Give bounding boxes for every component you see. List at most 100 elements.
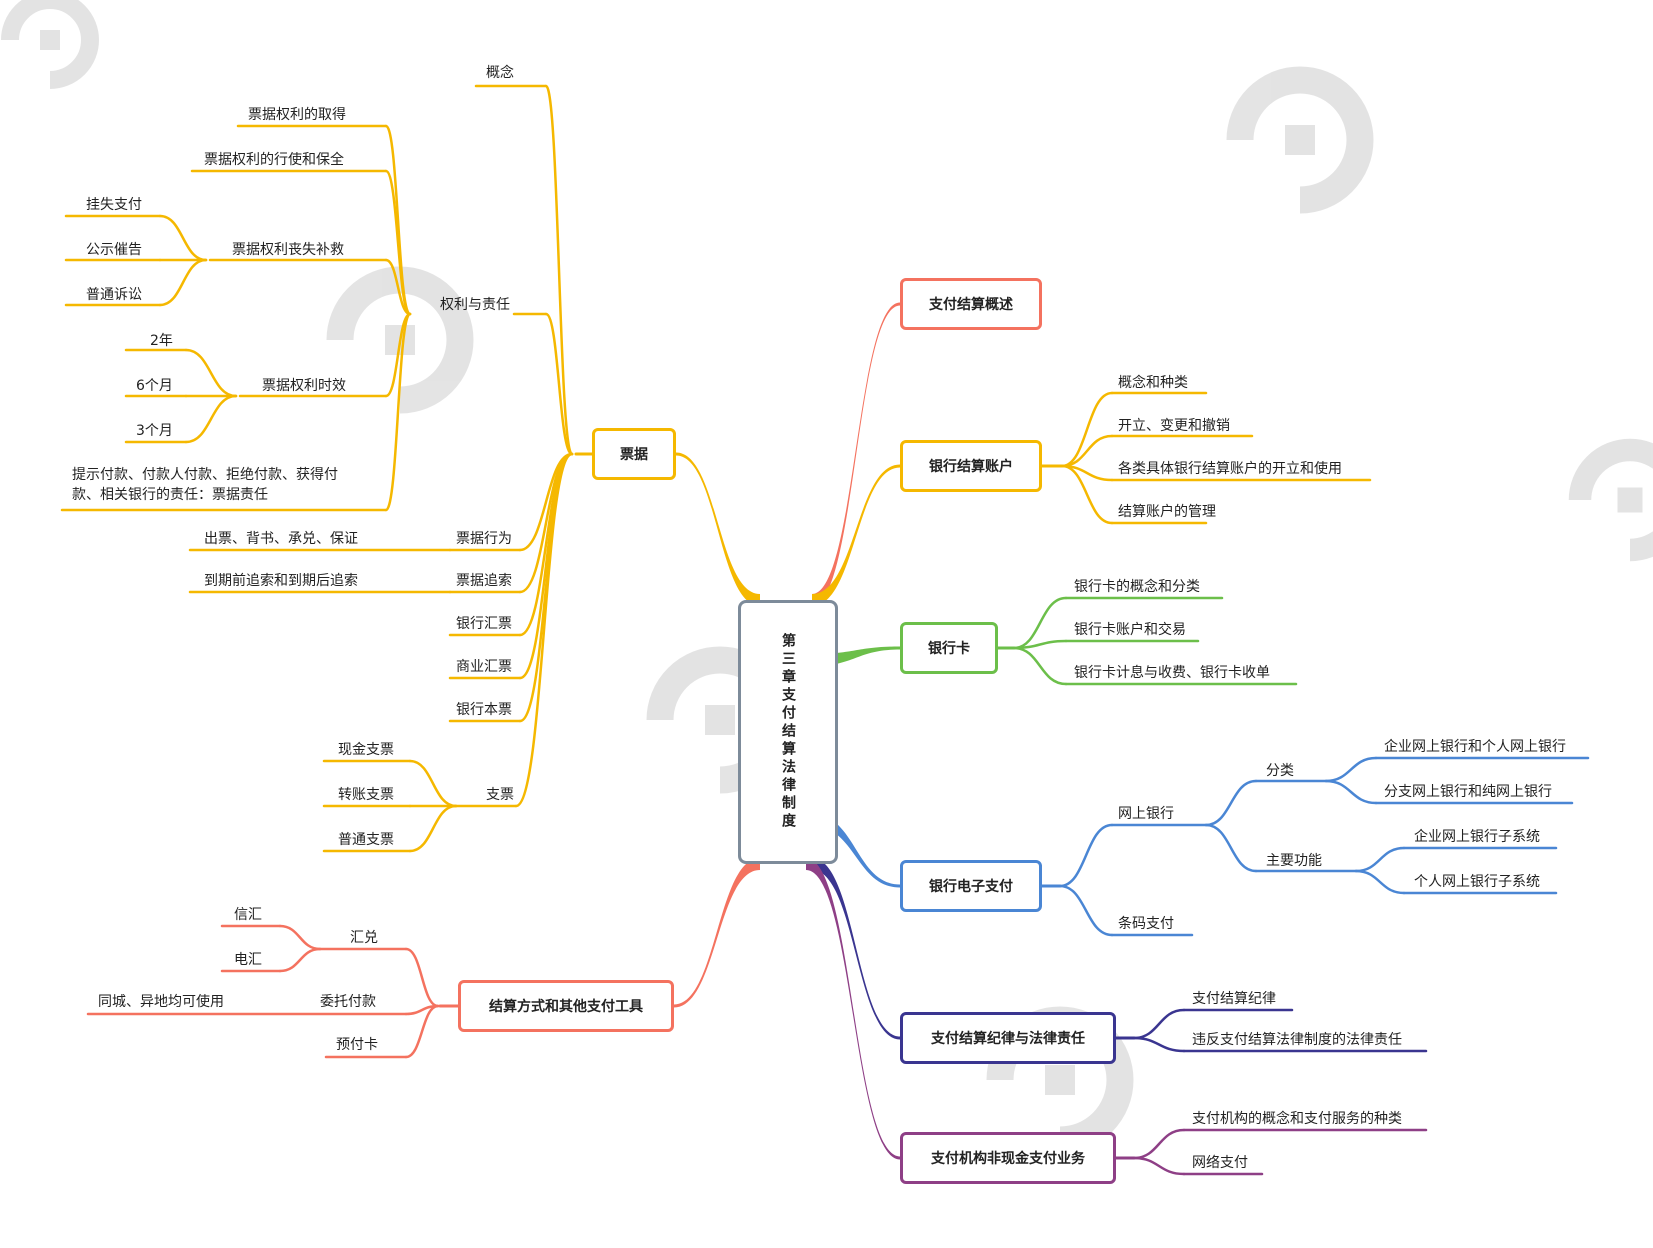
link-rights-remedy — [384, 258, 412, 316]
node-category[interactable]: 分类 — [1266, 763, 1294, 779]
link-piaoju-acts — [518, 452, 574, 552]
link-rights-exercise — [384, 169, 412, 316]
link-account-4 — [1060, 464, 1114, 525]
link-limit-3 — [184, 394, 238, 444]
node-limit-3[interactable]: 3个月 — [136, 423, 173, 439]
node-function-1[interactable]: 企业网上银行子系统 — [1414, 829, 1540, 845]
node-card-2[interactable]: 银行卡账户和交易 — [1074, 622, 1186, 638]
link-piaoju-cheque — [514, 452, 574, 808]
link-discipline-2 — [1132, 1036, 1186, 1053]
node-cheque-1[interactable]: 现金支票 — [338, 742, 394, 758]
node-remedy[interactable]: 票据权利丧失补救 — [232, 242, 344, 258]
node-limit[interactable]: 票据权利时效 — [262, 378, 346, 394]
link-remit-1 — [278, 924, 322, 951]
node-cheque-3[interactable]: 普通支票 — [338, 832, 394, 848]
node-entrust-detail[interactable]: 同城、异地均可使用 — [98, 994, 224, 1010]
node-barcode[interactable]: 条码支付 — [1118, 916, 1174, 932]
root-label: 第三章支付结算法律制度 — [780, 633, 796, 831]
node-account-4[interactable]: 结算账户的管理 — [1118, 504, 1216, 520]
node-acts[interactable]: 票据行为 — [456, 531, 512, 547]
node-remit-2[interactable]: 电汇 — [234, 952, 262, 968]
link-root-account — [812, 464, 900, 606]
branch-overview[interactable]: 支付结算概述 — [900, 278, 1042, 330]
link-root-settlement — [674, 858, 760, 1008]
node-discipline-1[interactable]: 支付结算纪律 — [1192, 991, 1276, 1007]
link-piaoju-rights — [544, 312, 574, 456]
node-function[interactable]: 主要功能 — [1266, 853, 1322, 869]
link-institution-1 — [1132, 1128, 1186, 1160]
link-category-2 — [1324, 779, 1378, 805]
branch-epay[interactable]: 银行电子支付 — [900, 860, 1042, 912]
node-cheque[interactable]: 支票 — [486, 787, 514, 803]
node-remit[interactable]: 汇兑 — [350, 930, 378, 946]
node-bank-draft[interactable]: 银行汇票 — [456, 616, 512, 632]
link-root-overview — [812, 302, 900, 606]
node-acquire[interactable]: 票据权利的取得 — [248, 107, 346, 123]
link-piaoju-commercial-draft — [518, 452, 574, 680]
node-limit-1[interactable]: 2年 — [150, 333, 173, 349]
node-remit-1[interactable]: 信汇 — [234, 907, 262, 923]
link-card-2 — [1012, 639, 1068, 650]
link-root-discipline — [812, 858, 900, 1040]
link-root-piaoju — [676, 452, 760, 606]
link-account-1 — [1060, 391, 1114, 468]
link-epay-online — [1058, 823, 1114, 888]
node-prepaid[interactable]: 预付卡 — [336, 1037, 378, 1053]
branch-account[interactable]: 银行结算账户 — [900, 440, 1042, 492]
node-institution-2[interactable]: 网络支付 — [1192, 1155, 1248, 1171]
link-limit-1 — [184, 348, 238, 398]
node-online[interactable]: 网上银行 — [1118, 806, 1174, 822]
node-cashier[interactable]: 银行本票 — [456, 702, 512, 718]
link-category-1 — [1324, 756, 1378, 783]
node-remedy-3[interactable]: 普通诉讼 — [86, 287, 142, 303]
watermark-logo-icon — [1568, 438, 1653, 562]
link-remit-2 — [278, 947, 322, 973]
branch-institution[interactable]: 支付机构非现金支付业务 — [900, 1132, 1116, 1184]
node-category-2[interactable]: 分支网上银行和纯网上银行 — [1384, 784, 1552, 800]
node-limit-2[interactable]: 6个月 — [136, 378, 173, 394]
link-piaoju-concept — [544, 84, 574, 456]
node-commercial-draft[interactable]: 商业汇票 — [456, 659, 512, 675]
node-card-3[interactable]: 银行卡计息与收费、银行卡收单 — [1074, 665, 1270, 681]
link-settlement-prepaid — [404, 1004, 440, 1059]
node-institution-1[interactable]: 支付机构的概念和支付服务的种类 — [1192, 1111, 1402, 1127]
node-recourse[interactable]: 票据追索 — [456, 573, 512, 589]
node-remedy-1[interactable]: 挂失支付 — [86, 197, 142, 213]
node-card-1[interactable]: 银行卡的概念和分类 — [1074, 579, 1200, 595]
node-category-1[interactable]: 企业网上银行和个人网上银行 — [1384, 739, 1566, 755]
link-function-1 — [1354, 846, 1406, 873]
node-account-2[interactable]: 开立、变更和撤销 — [1118, 418, 1230, 434]
node-liability[interactable]: 提示付款、付款人付款、拒绝付款、获得付款、相关银行的责任：票据责任 — [72, 467, 338, 503]
node-cheque-2[interactable]: 转账支票 — [338, 787, 394, 803]
branch-discipline[interactable]: 支付结算纪律与法律责任 — [900, 1012, 1116, 1064]
branch-settlement[interactable]: 结算方式和其他支付工具 — [458, 980, 674, 1032]
branch-piaoju[interactable]: 票据 — [592, 428, 676, 480]
node-exercise[interactable]: 票据权利的行使和保全 — [204, 152, 344, 168]
node-rights[interactable]: 权利与责任 — [440, 297, 510, 313]
node-entrust[interactable]: 委托付款 — [320, 994, 376, 1010]
link-rights-liability — [384, 312, 412, 512]
link-function-2 — [1354, 869, 1406, 895]
node-concept[interactable]: 概念 — [486, 65, 514, 81]
node-acts-detail[interactable]: 出票、背书、承兑、保证 — [204, 531, 358, 547]
node-remedy-2[interactable]: 公示催告 — [86, 242, 142, 258]
link-epay-barcode — [1058, 884, 1114, 937]
node-discipline-2[interactable]: 违反支付结算法律制度的法律责任 — [1192, 1032, 1402, 1048]
link-online-category — [1204, 779, 1258, 827]
link-cheque-1 — [408, 759, 458, 808]
link-cheque-3 — [408, 804, 458, 853]
watermark-logo-icon — [1, 0, 99, 89]
link-account-2 — [1060, 434, 1114, 468]
link-online-function — [1204, 823, 1258, 873]
node-recourse-detail[interactable]: 到期前追索和到期后追索 — [204, 573, 358, 589]
node-account-3[interactable]: 各类具体银行结算账户的开立和使用 — [1118, 461, 1342, 477]
link-remedy-1 — [158, 214, 208, 262]
link-remedy-3 — [158, 258, 208, 307]
branch-card[interactable]: 银行卡 — [900, 622, 998, 674]
root-node[interactable]: 第三章支付结算法律制度 — [738, 600, 838, 864]
node-account-1[interactable]: 概念和种类 — [1118, 375, 1188, 391]
link-root-institution — [806, 858, 900, 1160]
node-function-2[interactable]: 个人网上银行子系统 — [1414, 874, 1540, 890]
link-card-3 — [1012, 646, 1068, 686]
